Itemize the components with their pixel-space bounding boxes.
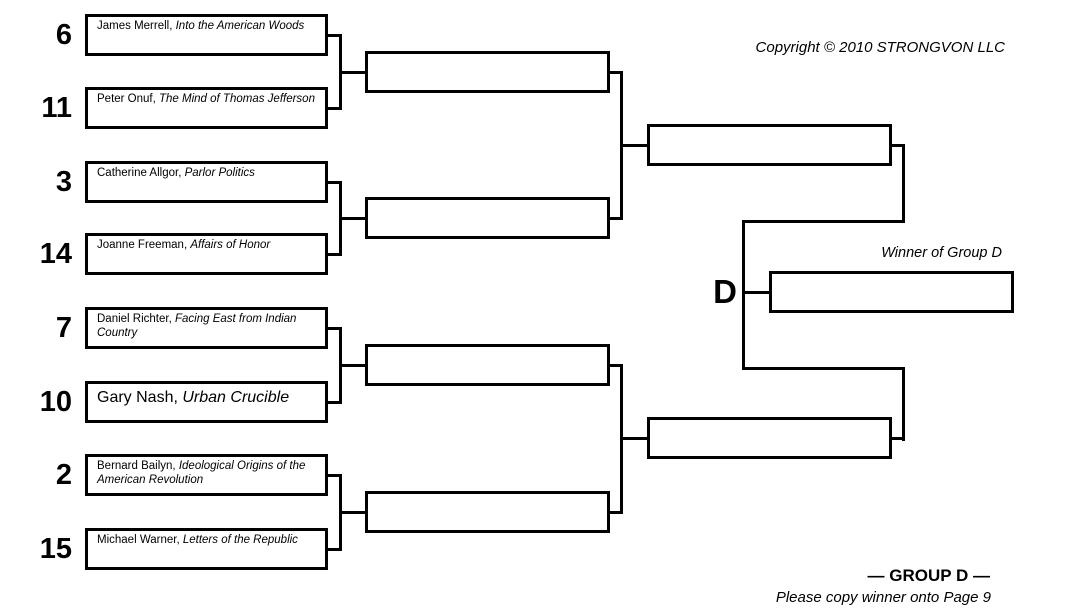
seed-number: 14 bbox=[39, 238, 72, 270]
entry-box: Joanne Freeman, Affairs of Honor bbox=[85, 233, 328, 275]
entry-box: Daniel Richter, Facing East from Indian … bbox=[85, 307, 328, 349]
entry-text: Bernard Bailyn, Ideological Origins of t… bbox=[97, 460, 306, 486]
round2-slot[interactable] bbox=[365, 51, 610, 93]
seed-number: 6 bbox=[55, 19, 72, 51]
connector-line bbox=[620, 437, 647, 440]
connector-line bbox=[326, 327, 341, 330]
connector-line bbox=[326, 474, 341, 477]
connector-line bbox=[339, 364, 365, 367]
entry-text: Michael Warner, Letters of the Republic bbox=[97, 534, 298, 546]
connector-line bbox=[339, 511, 365, 514]
connector-line bbox=[742, 220, 905, 223]
connector-line bbox=[326, 253, 341, 256]
connector-line bbox=[608, 217, 623, 220]
connector-line bbox=[326, 548, 341, 551]
seed-number: 11 bbox=[41, 92, 72, 124]
entry-box: Peter Onuf, The Mind of Thomas Jefferson bbox=[85, 87, 328, 129]
entry-box: Catherine Allgor, Parlor Politics bbox=[85, 161, 328, 203]
round2-slot[interactable] bbox=[365, 197, 610, 239]
seed-number: 2 bbox=[55, 459, 72, 491]
connector-line bbox=[608, 511, 623, 514]
round2-slot[interactable] bbox=[365, 344, 610, 386]
seed-number: 15 bbox=[39, 533, 72, 565]
entry-text: Daniel Richter, Facing East from Indian … bbox=[97, 313, 297, 339]
connector-line bbox=[742, 291, 772, 294]
entry-box: Michael Warner, Letters of the Republic bbox=[85, 528, 328, 570]
connector-line bbox=[326, 401, 341, 404]
connector-line bbox=[326, 107, 341, 110]
connector-line bbox=[890, 437, 905, 440]
connector-line bbox=[902, 144, 905, 223]
seed-number: 3 bbox=[55, 166, 72, 198]
connector-line bbox=[742, 367, 905, 370]
connector-line bbox=[339, 217, 365, 220]
connector-line bbox=[326, 34, 341, 37]
seed-number: 7 bbox=[55, 312, 72, 344]
semifinal-slot[interactable] bbox=[647, 124, 892, 166]
connector-line bbox=[742, 220, 745, 370]
connector-line bbox=[326, 181, 341, 184]
entry-text: Gary Nash, Urban Crucible bbox=[97, 389, 290, 406]
connector-line bbox=[608, 364, 623, 367]
entry-box: James Merrell, Into the American Woods bbox=[85, 14, 328, 56]
entry-text: Joanne Freeman, Affairs of Honor bbox=[97, 239, 271, 251]
round2-slot[interactable] bbox=[365, 491, 610, 533]
group-letter: D bbox=[713, 273, 737, 310]
winner-label: Winner of Group D bbox=[881, 245, 1002, 261]
winner-slot[interactable] bbox=[769, 271, 1014, 313]
footer-note: Please copy winner onto Page 9 bbox=[775, 589, 991, 606]
seed-number: 10 bbox=[39, 386, 72, 418]
entry-box: Bernard Bailyn, Ideological Origins of t… bbox=[85, 454, 328, 496]
entry-text: Peter Onuf, The Mind of Thomas Jefferson bbox=[97, 93, 315, 105]
copyright-text: Copyright © 2010 STRONGVON LLC bbox=[755, 39, 1005, 56]
entry-text: Catherine Allgor, Parlor Politics bbox=[97, 167, 255, 179]
entry-box: Gary Nash, Urban Crucible bbox=[85, 381, 328, 423]
connector-line bbox=[339, 71, 365, 74]
connector-line bbox=[620, 144, 647, 147]
connector-line bbox=[608, 71, 623, 74]
group-title: — GROUP D — bbox=[867, 566, 990, 585]
connector-line bbox=[890, 144, 905, 147]
semifinal-slot[interactable] bbox=[647, 417, 892, 459]
entry-text: James Merrell, Into the American Woods bbox=[97, 20, 305, 32]
connector-line bbox=[902, 367, 905, 441]
